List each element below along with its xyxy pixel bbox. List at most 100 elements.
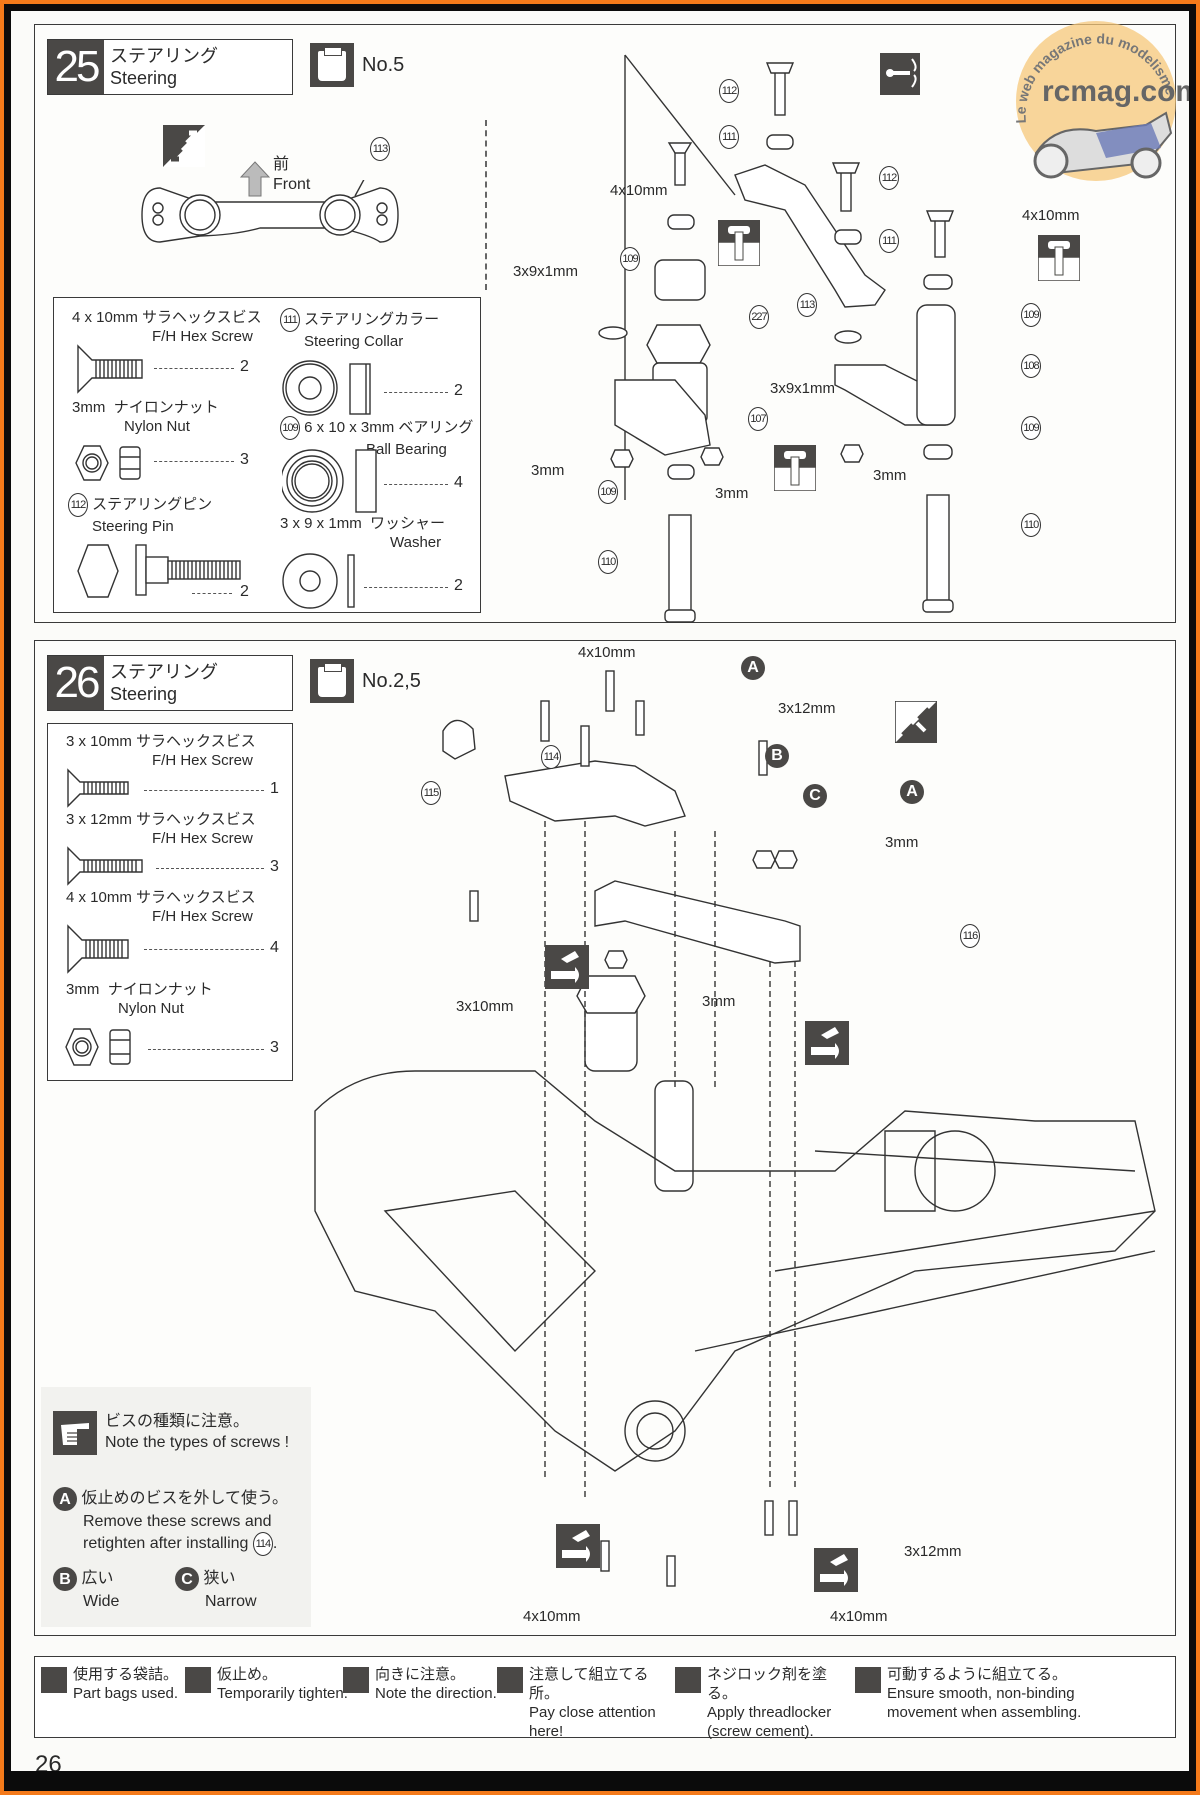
- legend-item: 可動するように組立てる。Ensure smooth, non-binding m…: [855, 1665, 1085, 1722]
- threadlocker-icon: [814, 1548, 858, 1592]
- screw-label: 4x10mm: [610, 182, 668, 199]
- part-name-en: Washer: [390, 534, 442, 551]
- smooth-movement-icon: [880, 53, 920, 95]
- screw-label: 3x10mm: [456, 998, 514, 1015]
- legend-en: Note the direction.: [375, 1685, 497, 1702]
- part-ref: 112: [68, 493, 88, 517]
- threadlocker-icon: [556, 1524, 600, 1568]
- legend-en: Temporarily tighten.: [217, 1685, 348, 1702]
- part-ref-227: 227: [749, 305, 769, 329]
- badge-a: A: [53, 1487, 77, 1511]
- part-size: 6 x 10 x 3mm: [304, 418, 395, 436]
- washer-label: 3x9x1mm: [513, 263, 579, 280]
- flat-head-screw-icon: [67, 846, 143, 886]
- part-ref-108: 108: [1021, 354, 1041, 378]
- legend-jp: ネジロック剤を塗る。: [707, 1666, 828, 1702]
- watermark-brand: rcmag.com: [1042, 75, 1189, 108]
- part-ref-114: 114: [541, 745, 561, 769]
- badge-a: A: [741, 656, 765, 680]
- step-26-exploded-diagram: [314, 670, 1156, 1587]
- steering-pin-icon: [77, 544, 241, 598]
- screw-notes-panel: ビスの種類に注意。 Note the types of screws ! A 仮…: [41, 1387, 311, 1627]
- front-label: 前 Front: [273, 155, 310, 195]
- legend-jp: 仮止め。: [217, 1666, 278, 1683]
- front-label-en: Front: [273, 176, 311, 193]
- flat-head-screw-icon: [67, 768, 129, 808]
- part-qty: 1: [270, 780, 279, 797]
- qty-leader: [384, 484, 448, 485]
- screw-note-jp: ビスの種類に注意。: [105, 1413, 250, 1430]
- bag-number: No.2,5: [362, 669, 421, 692]
- part-ref: 109: [280, 416, 300, 440]
- part-ref-116: 116: [960, 924, 980, 948]
- part-ref-113: 113: [370, 137, 390, 161]
- note-b-jp: 広い: [81, 1570, 114, 1588]
- part-qty: 4: [454, 474, 463, 491]
- front-label-jp: 前: [273, 156, 290, 173]
- screw-label: 4x10mm: [523, 1608, 581, 1625]
- step-title-en: Steering: [110, 684, 178, 704]
- part-bag-icon: [41, 1667, 67, 1693]
- part-size: 3 x 12mm: [66, 811, 132, 828]
- pointing-hand-icon: [497, 1667, 523, 1693]
- legend-item: 注意して組立てる所。Pay close attention here!: [497, 1665, 667, 1741]
- ball-bearing-icon: [282, 449, 377, 513]
- part-item: 3 x 12mm サラヘックスビス F/H Hex Screw: [66, 810, 256, 848]
- part-name-jp: サラヘックスビス: [136, 889, 256, 906]
- part-item: 112 ステアリングピン Steering Pin: [68, 493, 212, 536]
- legend-jp: 注意して組立てる所。: [529, 1666, 649, 1702]
- part-name-en: F/H Hex Screw: [152, 908, 253, 925]
- step-25-parts-list: 4 x 10mm サラヘックスビス F/H Hex Screw 2 3mm ナイ…: [53, 297, 481, 613]
- threadlocker-icon: [545, 945, 589, 989]
- qty-leader: [144, 949, 264, 950]
- note-c-en: Narrow: [205, 1593, 257, 1610]
- part-name-en: Ball Bearing: [366, 441, 447, 458]
- part-ref-107: 107: [748, 407, 768, 431]
- legend-item: ネジロック剤を塗る。Apply threadlocker (screw ceme…: [675, 1665, 855, 1741]
- part-item: 4 x 10mm サラヘックスビス F/H Hex Screw: [72, 308, 272, 346]
- legend-item: 仮止め。 Temporarily tighten.: [185, 1665, 348, 1703]
- smooth-movement-icon: [855, 1667, 881, 1693]
- part-name-jp: サラヘックスビス: [136, 733, 256, 750]
- nut-label: 3mm: [873, 467, 907, 484]
- part-ref-110: 110: [598, 550, 618, 574]
- washer-icon: [282, 553, 355, 609]
- part-ref-109: 109: [1021, 416, 1041, 440]
- flat-head-screw-icon: [77, 344, 143, 394]
- part-size: 4 x 10mm: [66, 889, 132, 906]
- part-item: 3mm ナイロンナット Nylon Nut: [66, 980, 213, 1018]
- flat-head-screw-icon: [67, 924, 129, 974]
- qty-leader: [154, 368, 234, 369]
- part-item: 3mm ナイロンナット Nylon Nut: [72, 398, 219, 436]
- manual-page: 25 ステアリング Steering No.5 前 Front 113: [11, 11, 1189, 1771]
- part-name-en: Nylon Nut: [124, 418, 190, 435]
- legend-jp: 可動するように組立てる。: [887, 1666, 1068, 1683]
- part-ref-111: 111: [879, 229, 899, 253]
- legend-en: Apply threadlocker (screw cement).: [707, 1704, 832, 1740]
- part-bag-indicator: No.5: [310, 43, 404, 87]
- part-ref-110: 110: [1021, 513, 1041, 537]
- steering-collar-icon: [282, 360, 371, 416]
- note-a-en-line2: retighten after installing: [83, 1535, 249, 1553]
- part-qty: 3: [270, 858, 279, 875]
- nut-label: 3mm: [715, 485, 749, 502]
- direction-icon: [895, 701, 937, 743]
- badge-a: A: [900, 780, 924, 804]
- qty-leader: [154, 461, 234, 462]
- qty-leader: [384, 392, 448, 393]
- part-ref-109: 109: [620, 247, 640, 271]
- part-ref-112: 112: [879, 166, 899, 190]
- part-size: 3 x 9 x 1mm: [280, 515, 362, 532]
- part-ref-112: 112: [719, 79, 739, 103]
- step-title-jp: ステアリング: [110, 662, 218, 682]
- part-item: 3 x 9 x 1mm ワッシャー Washer: [280, 514, 480, 552]
- part-size: 4 x 10mm: [72, 309, 138, 326]
- threadlocker-icon: [675, 1667, 701, 1693]
- legend-en: Part bags used.: [73, 1685, 179, 1702]
- badge-c: C: [175, 1567, 199, 1591]
- part-name-en: Steering Pin: [92, 518, 174, 535]
- nut-label: 3mm: [885, 834, 919, 851]
- part-bag-icon: [310, 43, 354, 87]
- note-a-en-line1: Remove these screws and: [83, 1513, 272, 1530]
- screw-note-en: Note the types of screws !: [105, 1434, 290, 1451]
